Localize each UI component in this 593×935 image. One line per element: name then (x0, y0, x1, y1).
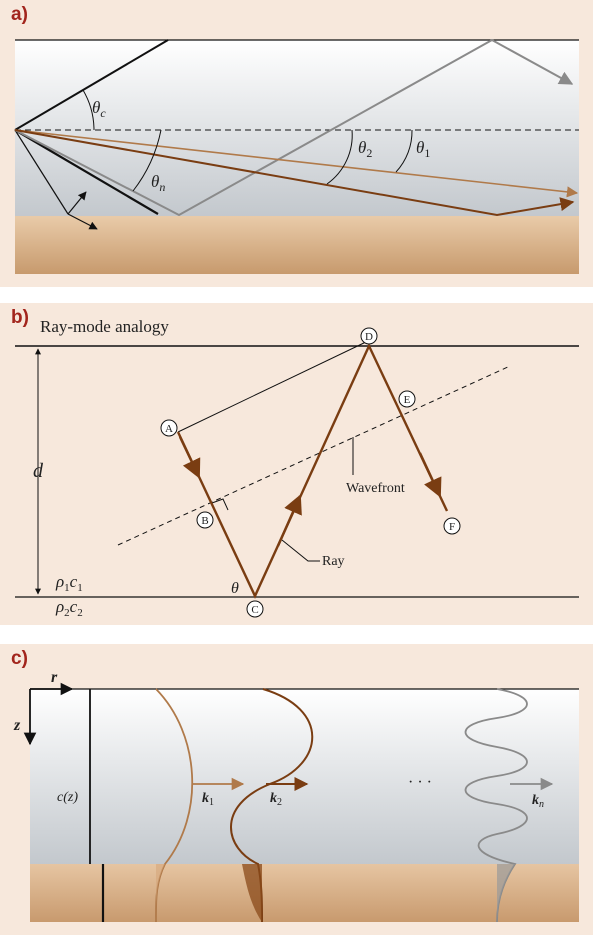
kn-label: kn (532, 793, 544, 810)
depth-label: d (33, 460, 44, 482)
a-d-line (177, 340, 369, 433)
ray-label: Ray (322, 554, 345, 569)
ray-leader (281, 539, 320, 562)
transmit-arrow (67, 213, 98, 230)
steep-ray (14, 129, 159, 215)
panel-a-letter: a) (11, 4, 28, 25)
r-axis-label: r (51, 669, 58, 686)
ray-path (176, 343, 449, 599)
svg-text:D: D (365, 331, 373, 343)
mode-1-tail (155, 864, 165, 922)
wavefront-line (14, 129, 69, 215)
brown-ray (14, 129, 575, 217)
k2-label: k2 (270, 791, 282, 808)
medium1-label: ρ1c1 (55, 572, 83, 594)
sediment-layer (15, 216, 579, 274)
theta-n-label: θn (151, 172, 165, 194)
svg-text:E: E (404, 394, 411, 406)
panel-b: b) Ray-mode analogy d Wavefront Ray θ ρ1… (0, 303, 593, 625)
k1-label: k1 (202, 791, 214, 808)
point-f: F (443, 517, 461, 535)
normal-arrow (67, 191, 87, 215)
mode-n-curve (464, 688, 528, 923)
point-d: D (360, 327, 378, 345)
point-b: B (196, 511, 214, 529)
gray-ray (14, 38, 574, 217)
svg-text:C: C (251, 604, 258, 616)
panel-c-diagram: r z c(z) k1 k2 · · · kn (13, 669, 579, 923)
ray-arrow-up (276, 494, 302, 547)
panel-a-diagram: θc θn θ2 θ1 (14, 38, 579, 274)
theta-n-arc (132, 129, 162, 192)
water-layer (15, 40, 579, 216)
theta-c-arc (82, 89, 95, 131)
theta-1-label: θ1 (416, 138, 430, 160)
medium2-label: ρ2c2 (55, 597, 83, 619)
critical-ray (14, 39, 169, 131)
ray-arrow-right (418, 452, 442, 498)
theta-label: θ (231, 580, 239, 597)
svg-text:F: F (449, 521, 455, 533)
theta-2-arc (326, 129, 353, 185)
svg-text:B: B (201, 515, 208, 527)
right-angle-mark (211, 498, 229, 511)
point-a: A (160, 419, 178, 437)
sediment-layer (30, 864, 579, 922)
point-c: C (246, 600, 264, 618)
panel-b-title: Ray-mode analogy (40, 317, 169, 336)
light-brown-ray (14, 129, 579, 198)
wavefront-label: Wavefront (346, 481, 405, 496)
panel-a: a) (0, 0, 593, 287)
theta-1-arc (395, 129, 413, 173)
point-e: E (398, 390, 416, 408)
panel-b-letter: b) (11, 307, 29, 328)
theta-2-label: θ2 (358, 138, 372, 160)
svg-text:A: A (165, 423, 173, 435)
mode-1-curve (155, 688, 194, 923)
mode-2-tail (242, 864, 262, 922)
panel-c: c) r z c(z) (0, 644, 593, 935)
sound-speed-label: c(z) (57, 790, 78, 805)
z-axis-label: z (13, 717, 21, 734)
water-layer (30, 689, 579, 864)
panel-c-letter: c) (11, 648, 28, 669)
theta-c-label: θc (92, 98, 106, 120)
mode-n-tail (497, 864, 515, 922)
ray-arrow-down (178, 436, 201, 479)
panel-b-diagram: d Wavefront Ray θ ρ1c1 ρ2c2 A B C D E F (15, 327, 579, 619)
ellipsis: · · · (408, 774, 432, 791)
